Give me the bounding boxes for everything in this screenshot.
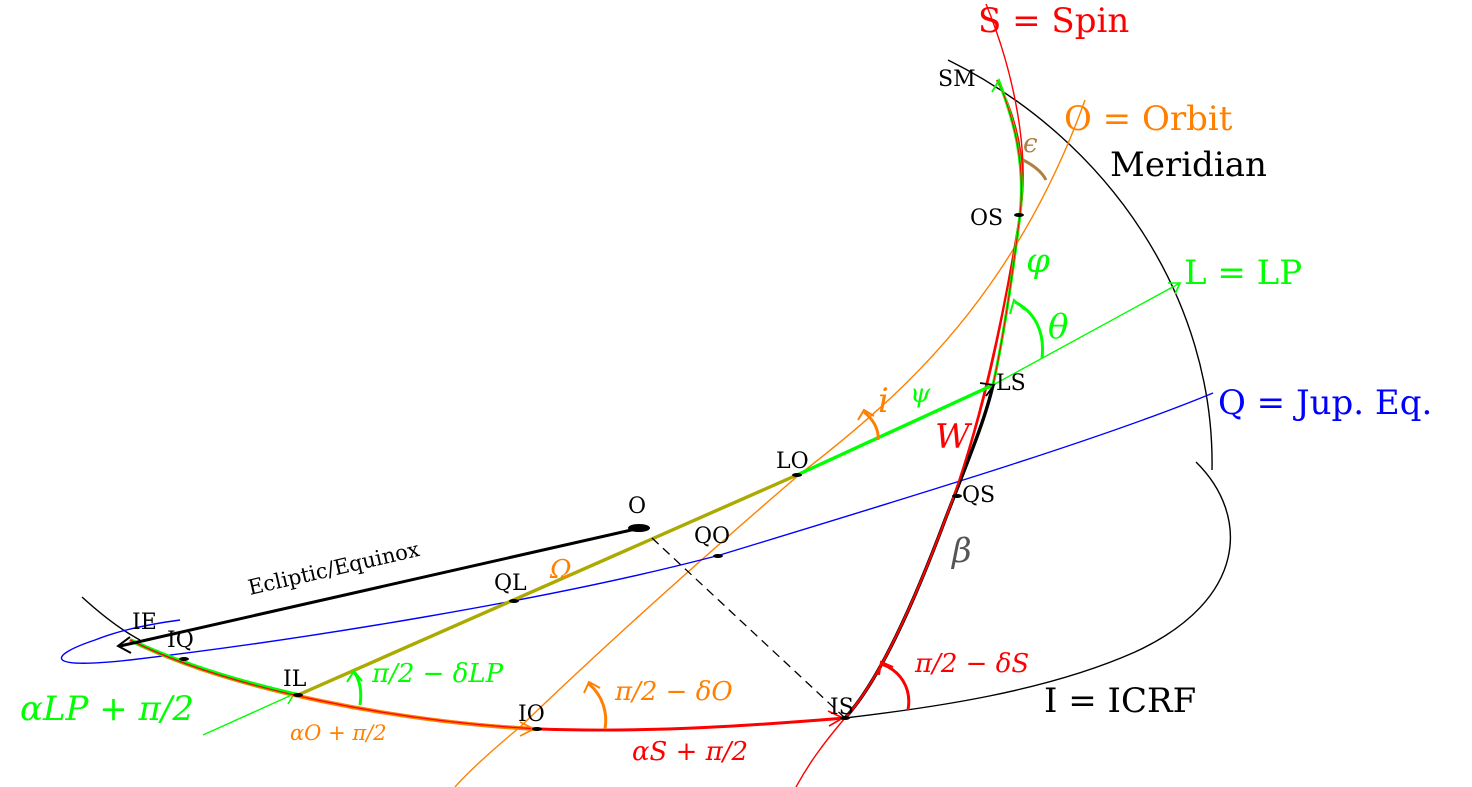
io-label: IO [518,702,545,727]
theta-angle-arc [1014,300,1045,359]
lp-thick-lo-ls [796,383,994,477]
sm-arrowhead [991,77,1005,94]
alpha-lp-label: αLP + π/2 [20,689,194,729]
alpha-lp-arrow-line [202,693,295,736]
iq-marker [179,657,189,661]
theta-label: θ [1048,307,1068,347]
os-label: OS [970,206,1003,231]
icrf-outer-curve [844,461,1232,719]
lo-label: LO [776,449,809,474]
ls-arrowhead [979,382,996,397]
alpha-o-label: αO + π/2 [290,721,387,745]
ie-label: IE [132,610,157,635]
is-label: IS [830,695,854,720]
icrf-arc-alpha-lp [129,638,299,697]
origin-marker [628,524,650,532]
qs-label: QS [962,483,995,508]
origin-label: O [628,494,646,519]
delta-s-arrowhead [878,660,894,676]
ql-label: QL [494,571,527,596]
il-marker [293,693,303,697]
theta-arrowhead [1009,298,1026,315]
il-label: IL [283,667,307,692]
icrf-arc-red-overlay [129,639,541,730]
beta-label: β [950,531,972,571]
ecliptic-arrowhead [116,636,132,654]
delta-o-angle-arc [587,682,608,730]
iq-label: IQ [167,628,194,653]
lo-marker [792,473,802,477]
half-pi-delta-s-label: π/2 − δS [914,649,1029,679]
delta-s-angle-arc [880,662,911,711]
meridian-label: Meridian [1110,145,1267,185]
epsilon-angle-arc [1022,158,1048,181]
alpha-s-label: αS + π/2 [632,737,748,767]
os-marker [1014,213,1024,217]
qs-marker [952,494,962,498]
ecliptic-label: Ecliptic/Equinox [246,537,422,600]
orbit-circle [454,99,1086,787]
lp-label: L = LP [1184,253,1302,293]
olive-line [297,473,798,697]
jup-eq-ellipse [60,392,1214,664]
half-pi-delta-lp-label: π/2 − δLP [371,659,504,689]
i-label: i [878,381,889,421]
spin-label: S = Spin [978,1,1129,41]
sm-label: SM [938,67,976,92]
ls-label: LS [996,371,1026,396]
icrf-left-curve [81,596,141,641]
lp-arrowhead [1168,282,1182,295]
icrf-label: I = ICRF [1044,681,1196,721]
io-marker [532,727,542,731]
jup-eq-label: Q = Jup. Eq. [1218,383,1432,423]
orbit-label: O = Orbit [1064,99,1233,139]
lp-thin-line [992,282,1181,386]
w-label: W [935,417,973,457]
epsilon-label: ϵ [1023,129,1038,159]
ql-marker [509,599,519,603]
is-marker [840,716,850,720]
delta-lp-arrowhead [346,669,363,683]
i-arrowhead [857,408,875,421]
ecliptic-line [119,526,641,648]
meridian-curve [947,59,1213,471]
spin-arc-red [844,79,1024,719]
qo-marker [713,554,723,558]
omega-label: Ω [549,555,572,585]
phi-label: φ [1026,241,1050,281]
i-angle-arc [863,410,880,441]
psi-label: ψ [910,379,931,409]
delta-o-arrowhead [583,680,601,694]
qo-label: QO [694,524,730,549]
half-pi-delta-o-label: π/2 − δO [614,677,733,707]
